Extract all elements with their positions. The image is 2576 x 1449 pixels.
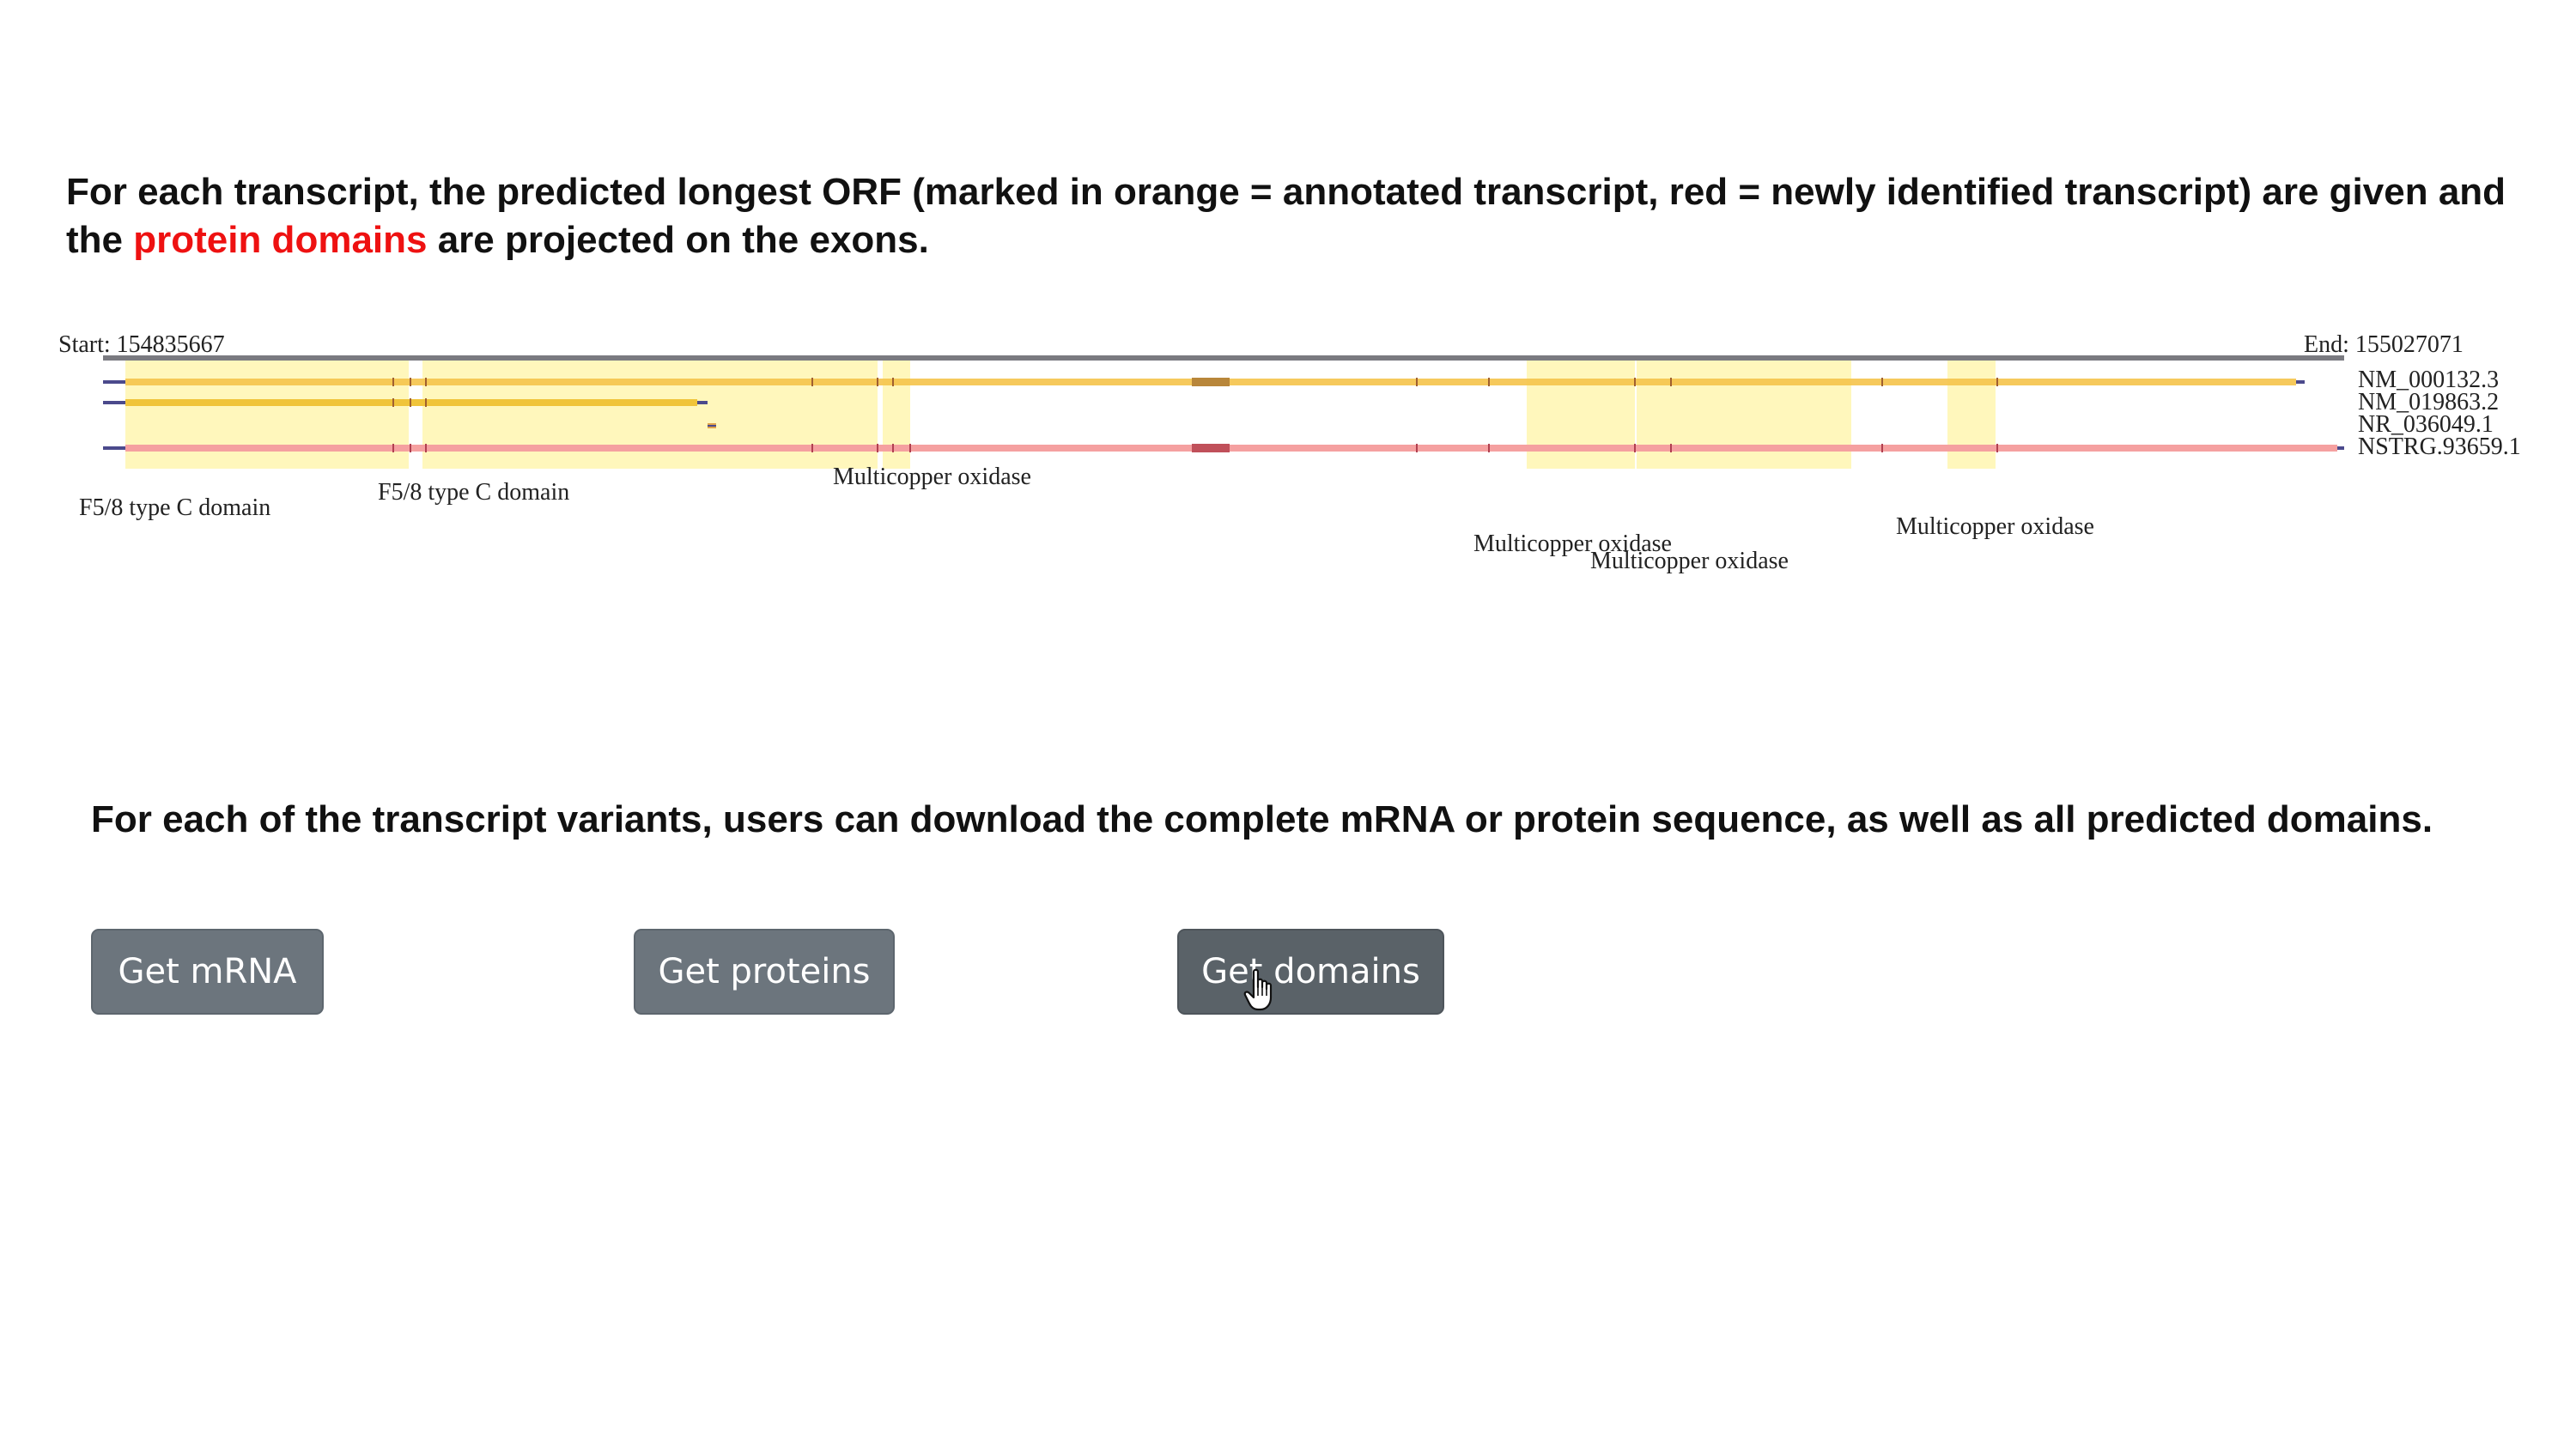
get-proteins-button[interactable]: Get proteins xyxy=(634,929,895,1015)
orf-bar xyxy=(125,445,2337,452)
transcript-label: NM_000132.3 xyxy=(2358,367,2499,393)
intron-line xyxy=(103,401,125,404)
domain-label: F5/8 type C domain xyxy=(79,494,270,521)
intron-line xyxy=(697,401,708,404)
domain-label: Multicopper oxidase xyxy=(1896,513,2094,540)
exon-marker xyxy=(1192,444,1230,452)
download-description: For each of the transcript variants, use… xyxy=(91,798,2433,840)
domain-label: Multicopper oxidase xyxy=(1473,530,1672,557)
start-coordinate-label: Start: 154835667 xyxy=(58,331,225,358)
intro-paragraph: For each transcript, the predicted longe… xyxy=(66,168,2539,264)
intron-line xyxy=(708,425,716,427)
intro-text-start: For each transcript, the predicted longe… xyxy=(66,171,2506,261)
get-mrna-button[interactable]: Get mRNA xyxy=(91,929,324,1015)
domain-highlight-f58-2 xyxy=(422,357,878,469)
domain-highlights xyxy=(125,357,1996,469)
transcript-track[interactable]: NR_036049.1 xyxy=(708,411,2494,438)
domain-label: F5/8 type C domain xyxy=(378,479,569,506)
protein-domains-highlight: protein domains xyxy=(133,219,428,261)
transcript-track[interactable]: NM_000132.3 xyxy=(103,367,2499,393)
transcript-track[interactable]: NM_019863.2 xyxy=(103,389,2499,415)
transcript-track[interactable]: NSTRG.93659.1 xyxy=(103,433,2521,460)
hand-pointer-cursor-icon xyxy=(1243,968,1273,1011)
transcript-label: NM_019863.2 xyxy=(2358,389,2499,415)
get-domains-button[interactable]: Get domains xyxy=(1177,929,1444,1015)
end-coordinate-label: End: 155027071 xyxy=(2304,331,2464,358)
intro-text-end: are projected on the exons. xyxy=(427,219,929,261)
gene-axis-line xyxy=(103,355,2344,361)
domain-highlight-mco-3 xyxy=(1637,357,1851,469)
domain-highlight-mco-2 xyxy=(1527,357,1635,469)
transcript-label: NR_036049.1 xyxy=(2358,411,2494,438)
domain-highlight-mco-4 xyxy=(1947,357,1996,469)
intron-line xyxy=(103,380,125,384)
intron-line xyxy=(2337,446,2344,450)
intron-line xyxy=(2296,380,2305,384)
domain-label: Multicopper oxidase xyxy=(1590,548,1789,574)
transcript-browser-svg: Start: 154835667 End: 155027071 NM_00013… xyxy=(58,331,2521,574)
transcript-label: NSTRG.93659.1 xyxy=(2358,433,2521,460)
domain-highlight-mco-1 xyxy=(883,357,910,469)
transcript-browser: Start: 154835667 End: 155027071 NM_00013… xyxy=(0,318,2576,601)
domain-highlight-f58-1 xyxy=(125,357,409,469)
domain-label: Multicopper oxidase xyxy=(833,464,1031,490)
exon-marker xyxy=(1192,378,1230,386)
intron-line xyxy=(103,446,125,450)
